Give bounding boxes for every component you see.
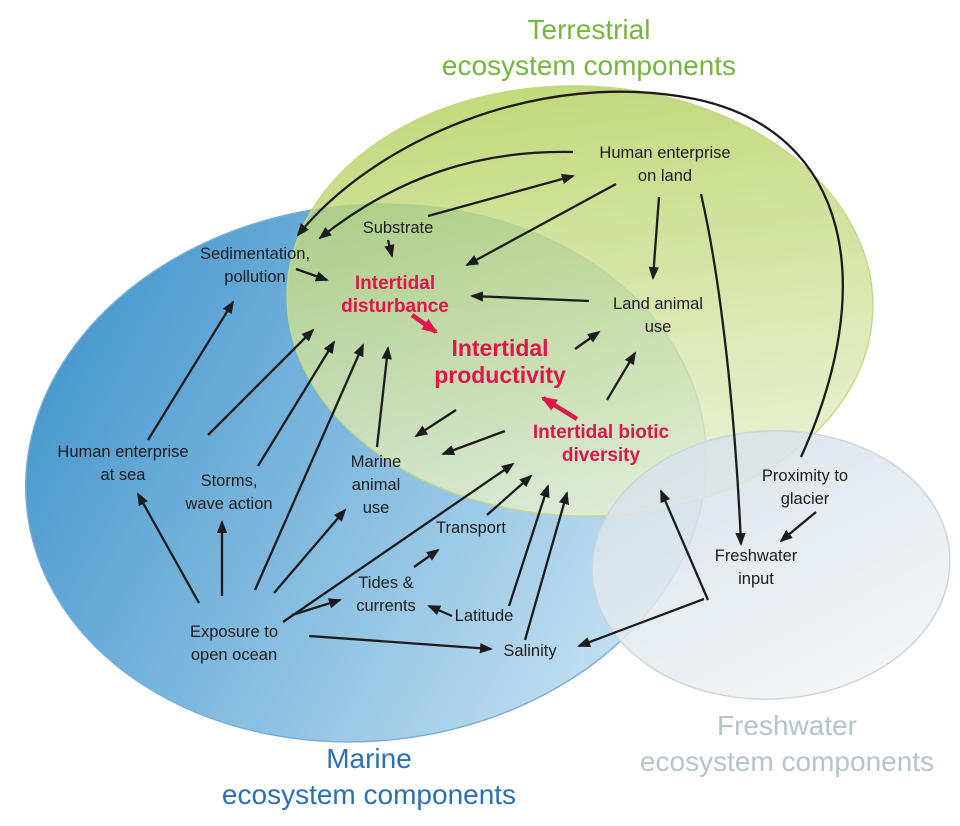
arrow-marine-animal-use-to-intertidal-disturbance: [375, 346, 392, 448]
marine-title: Marine ecosystem components: [169, 741, 569, 813]
intertidal-disturbance-line-1: disturbance: [341, 296, 449, 317]
freshwater-title: Freshwater ecosystem components: [587, 708, 960, 780]
substrate: Substrate: [198, 217, 598, 240]
arrow-intertidal-productivity-to-marine-animal-use: [414, 409, 457, 438]
intertidal-productivity-line-1: productivity: [434, 362, 566, 388]
arrow-freshwater-input-to-salinity: [577, 597, 705, 648]
tides-currents-line-0: Tides &: [358, 574, 414, 592]
arrow-human-enterprise-at-sea-to-intertidal-disturbance: [207, 328, 315, 436]
arrow-proximity-to-glacier-to-sedimentation-pollution: [296, 90, 844, 458]
proximity-to-glacier: Proximity to glacier: [605, 465, 960, 511]
arrow-salinity-to-intertidal-biotic-diversity: [523, 491, 569, 641]
arrow-human-enterprise-on-land-to-land-animal-use: [648, 196, 661, 280]
storms-wave-action: Storms, wave action: [29, 470, 429, 516]
human-enterprise-at-sea: Human enterprise at sea: [0, 441, 323, 487]
arrow-intertidal-productivity-to-land-animal-use: [574, 330, 601, 350]
arrow-human-enterprise-on-land-to-intertidal-disturbance: [465, 182, 617, 267]
transport-line-0: Transport: [436, 519, 506, 537]
marine-animal-use: Marine animal use: [176, 451, 576, 520]
latitude-line-0: Latitude: [454, 607, 514, 625]
intertidal-biotic-diversity-line-0: Intertidal biotic: [532, 422, 670, 443]
land-animal-use: Land animal use: [458, 293, 858, 339]
land-animal-use-line-1: use: [644, 318, 672, 336]
freshwater-title-line-0: Freshwater: [716, 710, 858, 741]
tides-currents-line-1: currents: [356, 597, 416, 615]
marine-title-line-1: ecosystem components: [221, 779, 517, 810]
arrow-substrate-to-intertidal-disturbance: [384, 239, 395, 258]
salinity-line-0: Salinity: [503, 642, 557, 660]
proximity-to-glacier-line-1: glacier: [780, 490, 830, 508]
freshwater-input-line-1: input: [738, 570, 774, 588]
arrow-proximity-to-glacier-to-freshwater-input: [779, 511, 817, 543]
arrow-intertidal-biotic-diversity-to-intertidal-productivity: [540, 396, 579, 421]
arrow-intertidal-biotic-diversity-to-land-animal-use: [606, 351, 636, 401]
freshwater-ellipse: [591, 430, 951, 700]
freshwater-input-line-0: Freshwater: [714, 547, 798, 565]
substrate-line-0: Substrate: [362, 219, 434, 237]
marine-animal-use-line-1: animal: [351, 476, 401, 494]
exposure-open-ocean-line-0: Exposure to: [189, 623, 279, 641]
arrow-exposure-open-ocean-to-intertidal-disturbance: [253, 343, 365, 591]
human-enterprise-on-land: Human enterprise on land: [465, 142, 865, 188]
intertidal-productivity-line-0: Intertidal: [451, 335, 549, 361]
sedimentation-pollution-line-1: pollution: [224, 268, 286, 286]
storms-wave-action-line-1: wave action: [185, 495, 273, 513]
influence-arrows: [136, 90, 844, 654]
arrow-land-animal-use-to-intertidal-disturbance: [470, 291, 590, 303]
human-enterprise-on-land-line-1: on land: [637, 167, 693, 185]
arrow-freshwater-input-to-intertidal-biotic-diversity: [659, 489, 710, 601]
arrow-intertidal-disturbance-to-intertidal-productivity: [410, 313, 438, 334]
arrow-latitude-to-intertidal-biotic-diversity: [507, 484, 550, 607]
arrow-sedimentation-pollution-to-intertidal-disturbance: [295, 267, 329, 282]
arrow-storms-wave-action-to-intertidal-disturbance: [257, 340, 336, 467]
exposure-open-ocean-line-1: open ocean: [190, 646, 278, 664]
arrow-human-enterprise-on-land-to-freshwater-input: [699, 193, 746, 546]
marine-title-line-0: Marine: [326, 743, 412, 774]
human-enterprise-at-sea-line-1: at sea: [100, 466, 146, 484]
arrow-exposure-open-ocean-to-marine-animal-use: [273, 508, 347, 594]
human-enterprise-at-sea-line-0: Human enterprise: [57, 443, 189, 461]
storms-wave-action-line-0: Storms,: [200, 472, 258, 490]
terrestrial-title: Terrestrial ecosystem components: [389, 12, 789, 84]
human-enterprise-on-land-line-0: Human enterprise: [599, 144, 731, 162]
marine-animal-use-line-2: use: [362, 499, 390, 517]
arrow-substrate-to-human-enterprise-on-land: [427, 173, 575, 218]
arrow-tides-currents-to-transport: [413, 548, 440, 568]
intertidal-disturbance-line-0: Intertidal: [354, 273, 436, 294]
tides-currents: Tides & currents: [186, 572, 586, 618]
arrow-exposure-open-ocean-to-salinity: [308, 634, 493, 654]
terrestrial-title-line-0: Terrestrial: [527, 14, 651, 45]
sedimentation-pollution-line-0: Sedimentation,: [199, 245, 311, 263]
freshwater-input: Freshwater input: [556, 545, 956, 591]
latitude: Latitude: [284, 605, 684, 628]
proximity-to-glacier-line-0: Proximity to: [761, 467, 849, 485]
arrow-latitude-to-tides-currents: [427, 604, 453, 618]
arrow-exposure-open-ocean-to-intertidal-biotic-diversity: [282, 462, 515, 623]
land-animal-use-line-0: Land animal: [613, 295, 703, 313]
salinity: Salinity: [330, 640, 730, 663]
arrow-transport-to-intertidal-biotic-diversity: [486, 474, 533, 516]
exposure-open-ocean: Exposure to open ocean: [34, 621, 434, 667]
terrestrial-title-line-1: ecosystem components: [441, 50, 737, 81]
freshwater-title-line-1: ecosystem components: [639, 746, 935, 777]
marine-animal-use-line-0: Marine: [350, 453, 402, 471]
arrow-intertidal-biotic-diversity-to-marine-animal-use: [441, 429, 506, 456]
arrow-human-enterprise-on-land-to-sedimentation-pollution: [318, 150, 574, 240]
arrow-human-enterprise-at-sea-to-sedimentation-pollution: [147, 300, 235, 441]
transport: Transport: [271, 517, 671, 540]
sedimentation-pollution: Sedimentation, pollution: [55, 243, 455, 289]
intertidal-biotic-diversity-line-1: diversity: [561, 445, 641, 466]
arrow-exposure-open-ocean-to-human-enterprise-at-sea: [136, 492, 201, 604]
arrow-exposure-open-ocean-to-tides-currents: [291, 598, 342, 617]
